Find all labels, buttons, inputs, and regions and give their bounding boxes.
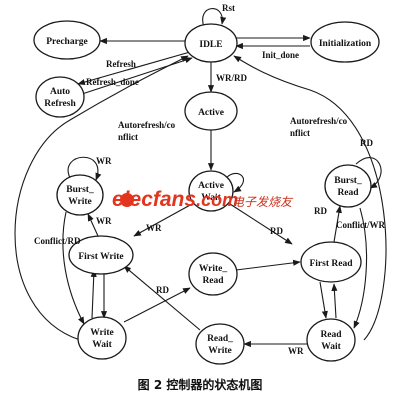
node-initialization [310,21,380,63]
edge-label-autorefresh-right-1: Autorefresh/co [290,116,348,126]
node-read-wait [306,318,356,362]
edge-burst-read-self [355,157,382,189]
edge-read-wait-to-first-read [331,283,338,319]
label-burst-read-line2: Read [337,188,359,198]
watermark-chinese: 电子发烧友 [232,195,294,209]
edge-first-read-to-read-wait [319,281,328,319]
label-burst-write-line1: Burst_ [66,185,94,195]
edge-write-wait-to-write-read [123,287,191,323]
edge-label-rd-burst-read-loop: RD [360,138,373,148]
watermark: elecfans.com 电子发烧友 [112,188,294,211]
figure-caption: 图 2 控制器的状态机图 [138,377,263,392]
node-read-write [195,323,245,365]
label-first-write: First Write [78,252,123,262]
edge-label-autorefresh-left-1: Autorefresh/co [118,120,176,130]
edge-idle-self-rst [202,8,227,28]
edge-write-read-to-first-read [235,259,301,271]
label-precharge: Precharge [46,37,88,47]
node-labels: IDLE Precharge Initialization Auto Refre… [44,37,372,356]
edge-first-read-to-burst-read [333,205,342,243]
edge-label-autorefresh-left-2: nflict [118,132,138,142]
label-first-read: First Read [309,259,353,269]
node-burst-read [324,164,372,208]
edge-label-wr-rd: WR/RD [216,73,247,83]
edge-label-conflict-rd: Conflict/RD [34,236,81,246]
edge-label-rst: Rst [222,3,235,13]
edge-active-wait-self [225,172,244,193]
node-write-read [188,252,238,296]
edge-write-wait-to-idle [14,55,189,341]
node-write-wait [77,316,127,360]
label-active-wait-line1: Active [198,181,224,191]
edge-auto-refresh-to-idle [81,57,193,95]
label-active-wait-line2: Wait [201,193,221,203]
edge-label-autorefresh-right-2: nflict [290,128,310,138]
node-first-read [300,241,362,283]
label-auto-refresh-line2: Refresh [44,99,76,109]
watermark-brand: elecfans.com [112,188,238,211]
edge-first-write-to-burst-write [87,213,99,237]
edges [14,8,387,348]
edge-write-wait-to-first-write [90,269,97,319]
edge-label-rd-write-wait: RD [156,285,169,295]
edge-label-wr-to-first-write: WR [146,223,162,233]
edge-label-rd-first-read-to-burst: RD [314,206,327,216]
edge-burst-read-to-read-wait [353,207,368,329]
label-active: Active [198,108,224,118]
label-write-wait-line1: Write [90,328,114,338]
label-auto-refresh-line1: Auto [50,87,70,97]
node-active-wait [188,170,234,212]
edge-burst-write-to-write-wait [62,211,85,325]
watermark-logo-icon [120,193,134,207]
node-active [184,91,238,131]
label-write-read-line2: Read [202,276,224,286]
edge-active-wait-to-first-write [133,203,193,237]
edge-label-refresh: Refresh [106,59,136,69]
edge-label-wr-first-write-to-burst: WR [96,216,112,226]
label-write-read-line1: Write_ [199,264,228,274]
label-burst-read-line1: Burst_ [334,176,362,186]
node-burst-write [56,174,104,216]
edge-label-refresh-done: Refresh_done [86,77,139,87]
label-read-wait-line1: Read [320,330,342,340]
label-burst-write-line2: Write [68,197,92,207]
node-precharge [33,20,101,60]
edge-label-conflict-wr: Conflict/WR [336,220,385,230]
edge-read-write-to-first-write [123,265,201,331]
node-idle [184,23,238,63]
label-write-wait-line2: Wait [92,340,112,350]
label-read-write-line1: Read_ [207,334,233,344]
edge-label-wr-burst-write-loop: WR [96,156,112,166]
edge-burst-write-self [67,156,102,181]
node-auto-refresh [35,76,85,118]
edge-idle-to-auto-refresh [77,51,191,86]
nodes [33,20,380,365]
label-read-wait-line2: Wait [321,342,341,352]
label-idle: IDLE [199,40,222,50]
edge-label-rd-to-first-read: RD [270,226,283,236]
node-first-write [68,235,134,275]
edge-label-wr-read-wait: WR [288,346,304,356]
edge-read-wait-to-idle [233,55,387,341]
edge-active-wait-to-first-read [229,203,293,245]
label-initialization: Initialization [319,39,372,49]
edge-label-init-done: Init_done [262,50,299,60]
label-read-write-line2: Write [208,346,232,356]
edge-labels: Rst Refresh Refresh_done Init_done WR/RD… [34,3,385,356]
